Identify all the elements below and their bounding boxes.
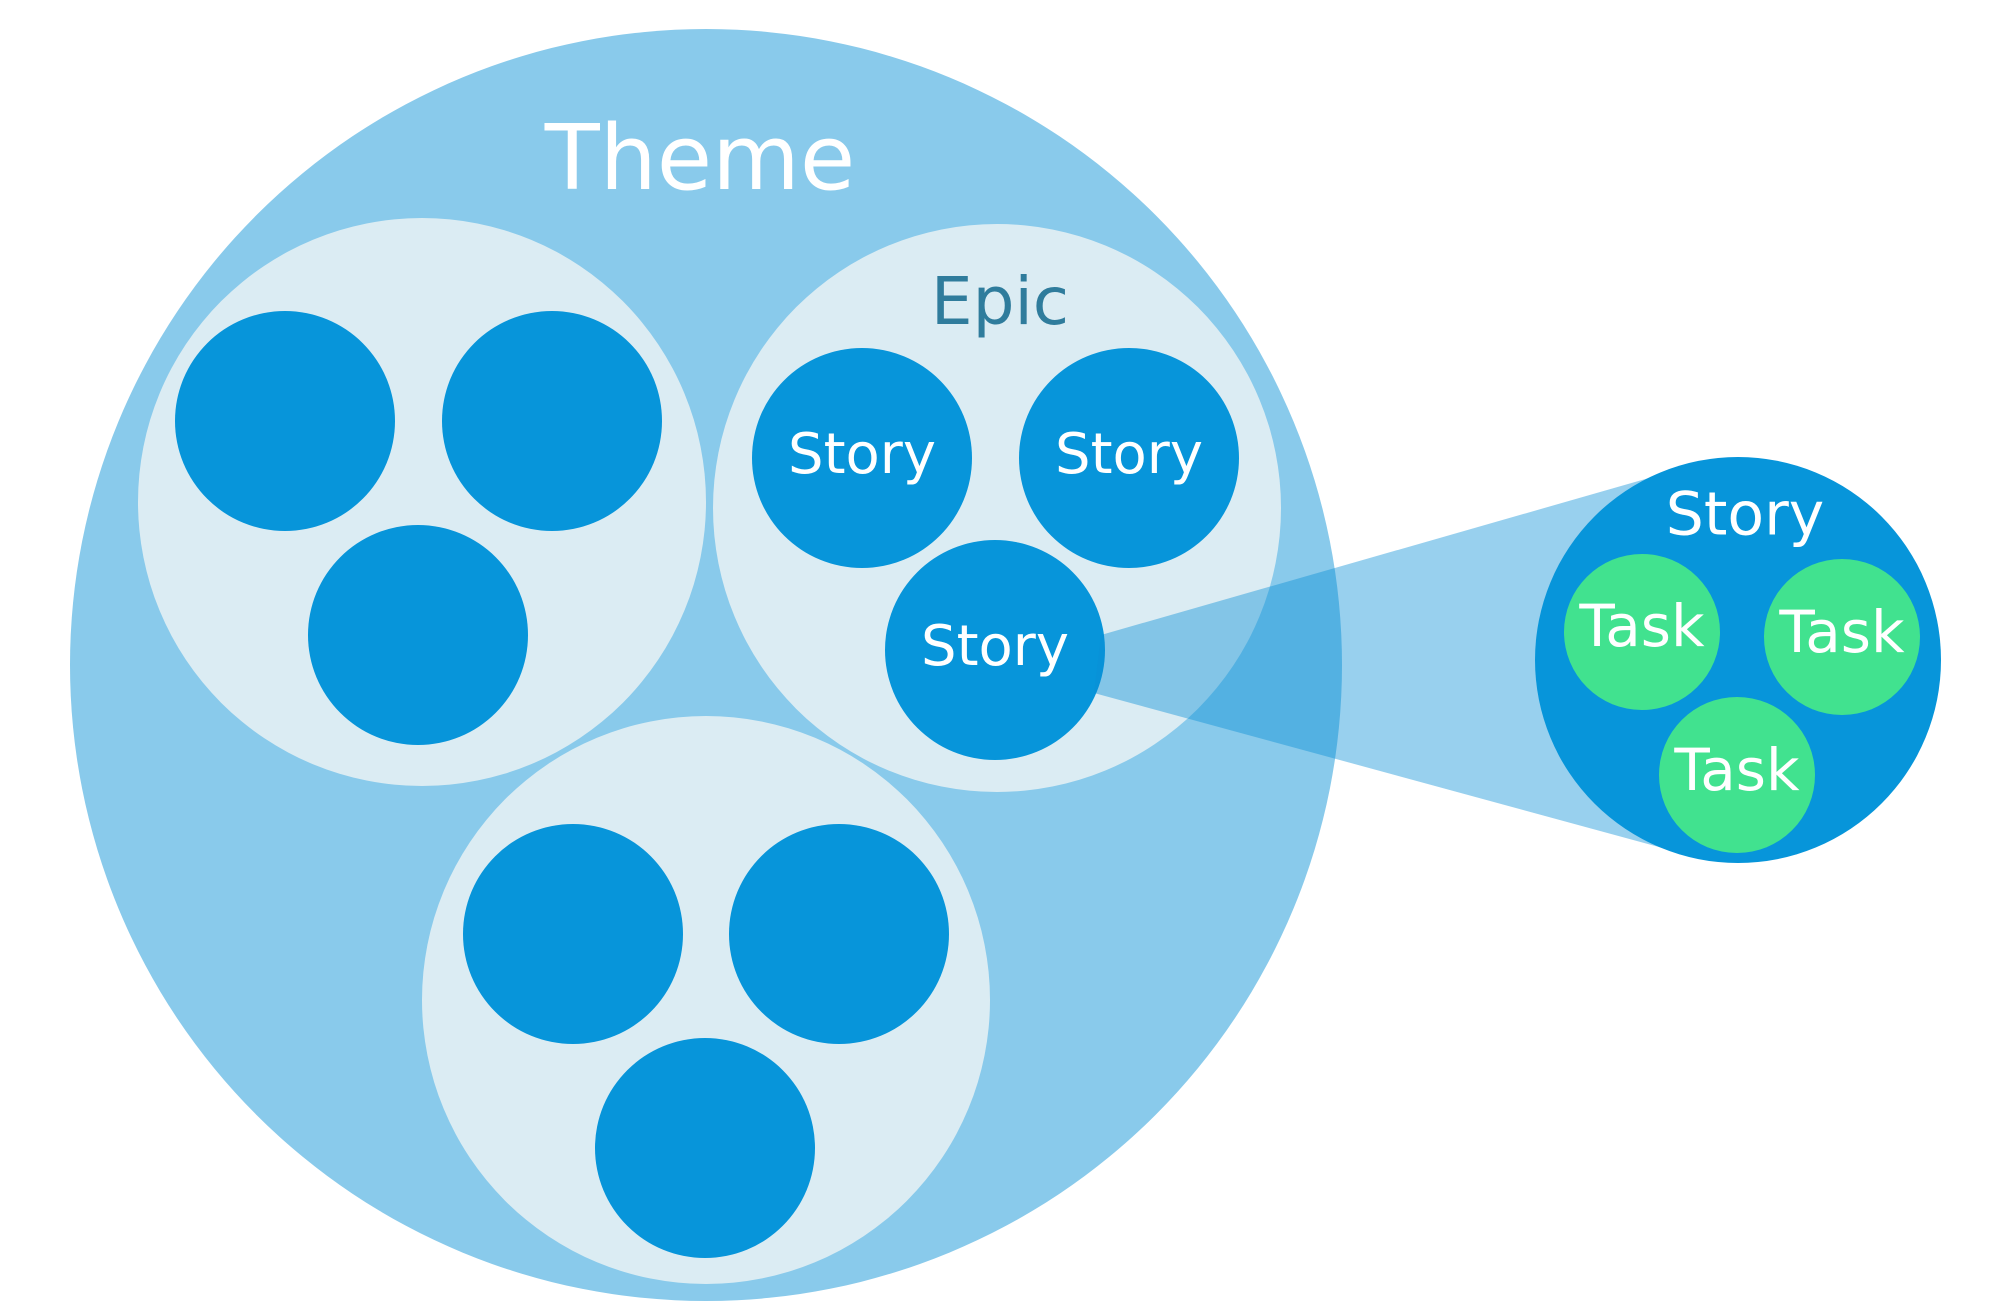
story-label: Story xyxy=(788,422,936,487)
task-label: Task xyxy=(1673,736,1800,804)
task-label: Task xyxy=(1578,592,1705,660)
story-circle xyxy=(175,311,395,531)
story-circle xyxy=(308,525,528,745)
epic-label: Epic xyxy=(931,263,1069,340)
story-circle xyxy=(442,311,662,531)
task-circle xyxy=(1564,554,1720,710)
epic-2: Epic Story Story Story xyxy=(713,224,1281,792)
zoom-beam xyxy=(1094,472,1670,850)
zoomed-story: Story Task Task Task xyxy=(1535,457,1941,863)
theme-label: Theme xyxy=(544,106,855,211)
story-label: Story xyxy=(921,614,1069,679)
epic-3 xyxy=(422,716,990,1284)
task-circle xyxy=(1764,559,1920,715)
story-label: Story xyxy=(1055,422,1203,487)
task-circle xyxy=(1659,697,1815,853)
epic-1 xyxy=(138,218,706,786)
task-label: Task xyxy=(1778,598,1905,666)
zoomed-story-label: Story xyxy=(1666,480,1825,550)
story-circle xyxy=(729,824,949,1044)
story-circle xyxy=(463,824,683,1044)
story-circle xyxy=(595,1038,815,1258)
story-circle-zoom-source xyxy=(885,540,1105,760)
story-circle xyxy=(1019,348,1239,568)
story-circle xyxy=(752,348,972,568)
